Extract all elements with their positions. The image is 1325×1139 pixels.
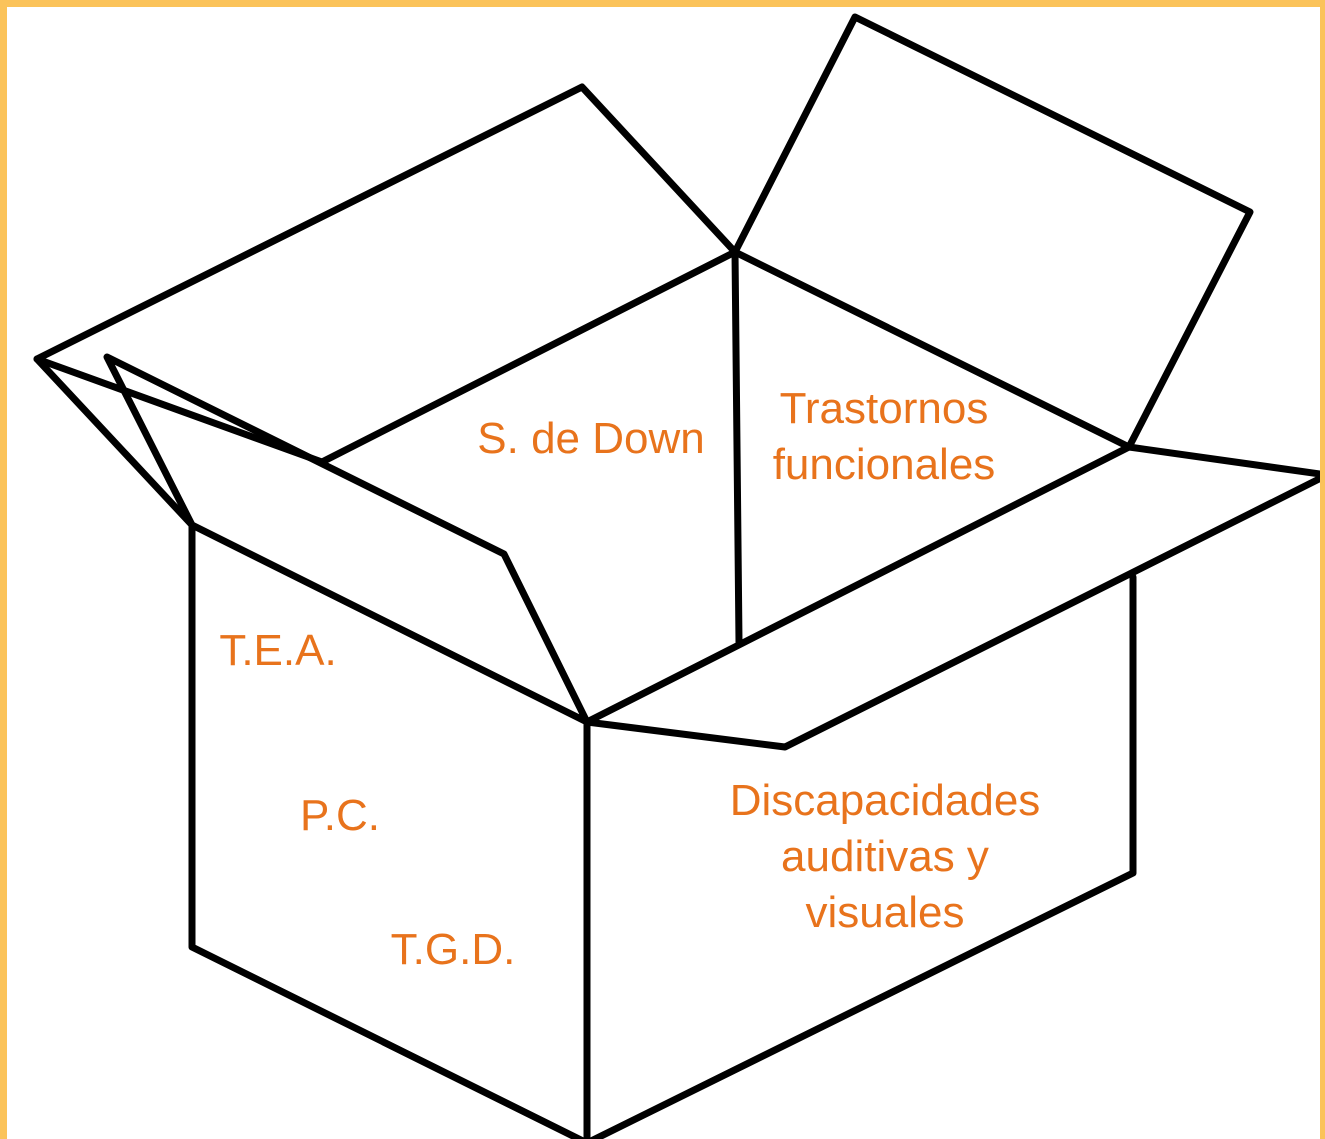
label-tea: T.E.A.: [219, 626, 337, 675]
open-box-illustration: [33, 13, 1320, 1139]
label-trastornos-funcionales: Trastornos funcionales: [773, 381, 996, 493]
label-trastornos-line-2: funcionales: [772, 440, 996, 489]
label-discapacidades: Discapacidades auditivas y visuales: [730, 773, 1041, 941]
inner-back-right-edge: [731, 248, 1133, 451]
box-right-face: [587, 573, 1137, 1139]
back-left-flap-fold: [33, 355, 196, 529]
back-left-flap: [33, 83, 739, 466]
right-flap: [583, 443, 1320, 751]
label-tgd: T.G.D.: [390, 925, 516, 974]
label-trastornos-line-1: Trastornos: [779, 384, 989, 433]
label-discapacidades-line-1: Discapacidades: [729, 776, 1041, 825]
label-discapacidades-line-3: visuales: [805, 888, 965, 937]
inner-back-left-edge: [318, 248, 739, 466]
box-left-face: [188, 521, 591, 1139]
label-pc: P.C.: [300, 791, 380, 840]
front-left-flap: [103, 353, 591, 726]
label-s-de-down: S. de Down: [477, 414, 705, 463]
back-right-flap: [731, 13, 1254, 451]
inner-back-corner: [731, 248, 743, 646]
label-discapacidades-line-2: auditivas y: [781, 832, 989, 881]
